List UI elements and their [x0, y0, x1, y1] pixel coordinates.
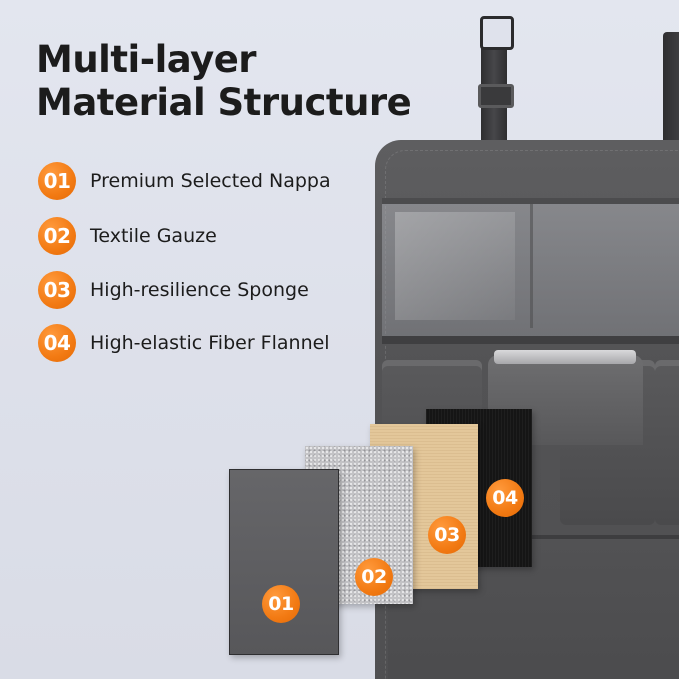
- feature-label: Premium Selected Nappa: [90, 170, 331, 192]
- number-badge: 04: [38, 324, 76, 362]
- headrest-strap-right: [663, 32, 679, 142]
- feature-label: Textile Gauze: [90, 225, 217, 247]
- number-badge: 01: [38, 162, 76, 200]
- layer-badge: 03: [428, 516, 466, 554]
- layer-badge: 02: [355, 558, 393, 596]
- nappa-leather-layer: 01: [229, 469, 339, 655]
- number-badge: 03: [38, 271, 76, 309]
- feature-label: High-resilience Sponge: [90, 279, 309, 301]
- pocket-reflection: [395, 212, 515, 320]
- feature-item: 01 Premium Selected Nappa: [38, 162, 331, 200]
- feature-item: 03 High-resilience Sponge: [38, 271, 309, 309]
- layer-badge: 01: [262, 585, 300, 623]
- feature-item: 04 High-elastic Fiber Flannel: [38, 324, 330, 362]
- layer-badge: 04: [486, 479, 524, 517]
- buckle-icon: [480, 16, 514, 50]
- lower-pocket-right: [655, 360, 679, 525]
- feature-item: 02 Textile Gauze: [38, 217, 217, 255]
- feature-label: High-elastic Fiber Flannel: [90, 332, 330, 354]
- pocket-divider: [530, 204, 533, 328]
- tissue-box-lid: [494, 350, 636, 364]
- strap-adjuster-icon: [478, 84, 514, 108]
- page-title: Multi-layer Material Structure: [36, 38, 412, 124]
- number-badge: 02: [38, 217, 76, 255]
